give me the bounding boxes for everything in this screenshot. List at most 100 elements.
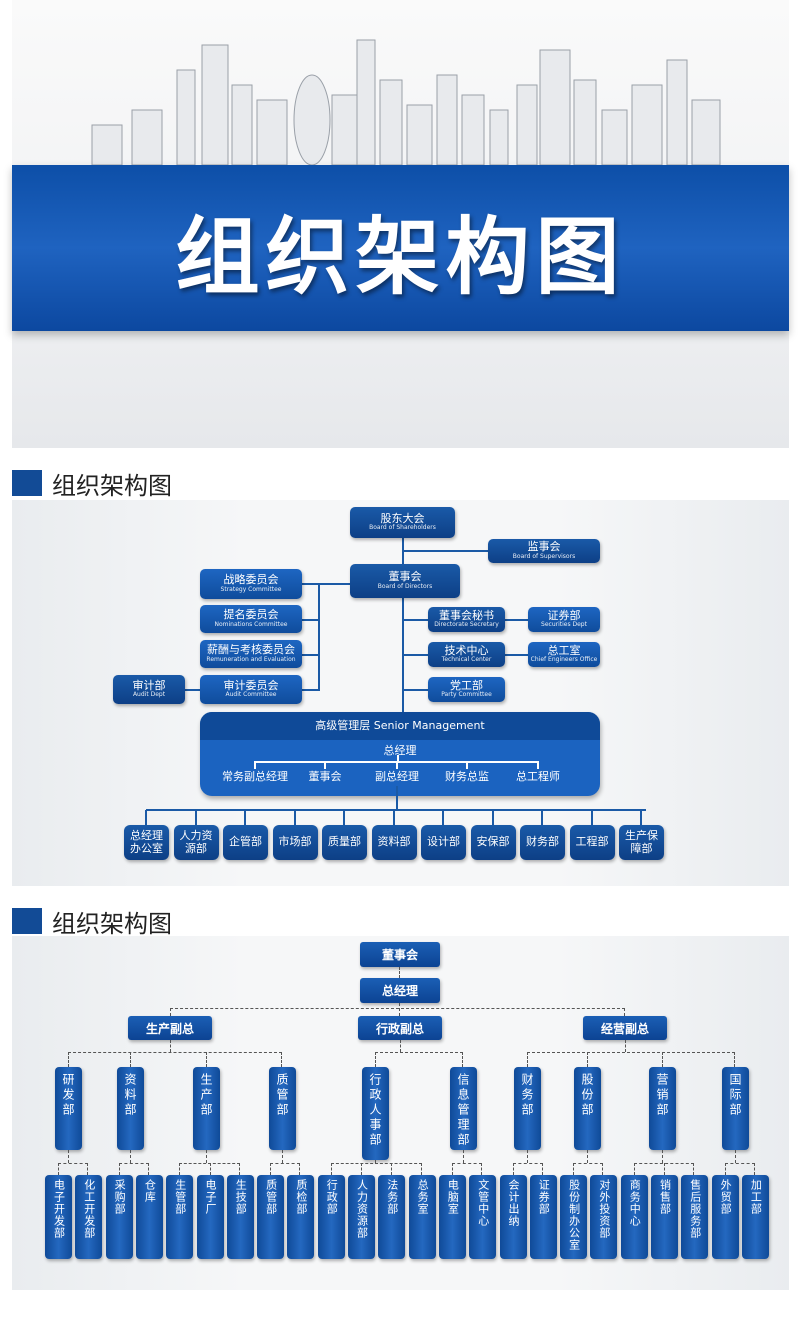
connector: [451, 1163, 483, 1175]
box-label: 战略委员会: [223, 573, 279, 587]
connector: [633, 1163, 695, 1175]
box-sublabel: Nominations Committee: [214, 620, 288, 628]
unit-box: 股份制办公室: [560, 1175, 588, 1259]
box-sublabel: Audit Dept: [132, 691, 166, 699]
dept-connector: [244, 810, 246, 825]
dept-connector: [491, 810, 494, 825]
department-box: 信息管理部: [450, 1067, 477, 1150]
connector: [68, 1150, 69, 1163]
box-label: 审计部: [132, 678, 166, 692]
senior-role: 常务副总经理: [222, 770, 288, 783]
dept-connector: [541, 810, 543, 825]
box-label: 股东大会: [380, 511, 425, 525]
connector: [625, 1040, 626, 1052]
department-box: 人力资源部: [173, 825, 219, 860]
unit-box: 销售部: [651, 1175, 678, 1259]
unit-box: 电脑室: [438, 1175, 466, 1259]
connector: [527, 1150, 528, 1163]
dept-connector: [640, 810, 642, 825]
connector: [130, 1150, 131, 1163]
department-box: 营销部: [649, 1067, 676, 1150]
section1-title: 组织架构图: [52, 471, 172, 500]
unit-box: 生技部: [226, 1175, 254, 1259]
unit-box: 电子开发部: [45, 1175, 72, 1259]
vp-box: 经营副总: [583, 1016, 667, 1040]
connector: [527, 1052, 735, 1067]
senior-role: 副总经理: [375, 770, 419, 783]
dept-connector: [442, 810, 444, 825]
department-box: 质量部: [322, 825, 367, 860]
box-sublabel: Board of Directors: [377, 582, 433, 590]
box-label: 提名委员会: [223, 608, 279, 622]
box-label: 技术中心: [444, 643, 489, 657]
connector: [375, 1160, 376, 1163]
connector: [399, 1003, 400, 1016]
department-box: 市场部: [272, 825, 318, 860]
box-label: 监事会: [527, 540, 561, 554]
department-box: 研发部: [55, 1067, 82, 1150]
unit-box: 会计出纳: [499, 1175, 527, 1259]
unit-box: 行政部: [317, 1175, 345, 1259]
box-label: 薪酬与考核委员会: [207, 643, 295, 657]
connector: [130, 1052, 131, 1067]
page-title: 组织架构图: [175, 208, 626, 306]
connector: [399, 967, 400, 978]
connector: [463, 1150, 464, 1163]
connector: [662, 1150, 663, 1163]
connector: [179, 1163, 240, 1175]
connector: [206, 1150, 207, 1163]
department-box: 生产保障部: [619, 825, 664, 860]
city-skyline-image: [91, 39, 721, 166]
role-connector: [537, 761, 539, 769]
section2-header: 组织架构图: [12, 906, 172, 938]
department-box: 质管部: [269, 1067, 296, 1150]
unit-box: 生管部: [166, 1175, 194, 1259]
connector: [724, 1163, 755, 1175]
connector: [573, 1163, 604, 1175]
unit-box: 采购部: [105, 1175, 133, 1259]
role-connector: [324, 761, 326, 769]
connector: [375, 1052, 463, 1067]
vp-box: 生产副总: [128, 1016, 212, 1040]
department-box: 资料部: [117, 1067, 144, 1150]
board-box: 董事会: [360, 942, 440, 967]
connector: [391, 1163, 393, 1175]
connector: [587, 1150, 588, 1163]
dept-connector: [145, 810, 147, 825]
department-box: 财务部: [514, 1067, 541, 1150]
department-box: 企管部: [223, 825, 268, 860]
dept-connector: [590, 810, 593, 825]
unit-box: 外贸部: [711, 1175, 739, 1259]
senior-management-title: 高级管理层 Senior Management: [200, 712, 600, 740]
connector: [330, 1163, 422, 1175]
unit-box: 文管中心: [469, 1175, 497, 1259]
connector: [361, 1163, 362, 1175]
unit-box: 加工部: [741, 1175, 769, 1259]
section-marker-icon: [12, 470, 45, 496]
unit-box: 电子厂: [196, 1175, 224, 1259]
role-connector: [396, 761, 398, 769]
box-sublabel: Strategy Committee: [220, 585, 282, 593]
connector: [209, 1163, 211, 1175]
department-box: 国际部: [722, 1067, 749, 1150]
box-sublabel: Remuneration and Evaluation: [206, 655, 296, 663]
senior-management-box: 高级管理层 Senior Management 总经理 常务副总经理董事会副总经…: [200, 712, 600, 796]
senior-role: 总工程师: [516, 770, 560, 783]
connector: [118, 1163, 149, 1175]
senior-role: 董事会: [308, 770, 342, 783]
vp-box: 行政副总: [358, 1016, 442, 1040]
connector: [735, 1150, 736, 1163]
department-box: 行政人事部: [362, 1067, 389, 1160]
unit-box: 商务中心: [620, 1175, 648, 1259]
connector: [512, 1163, 543, 1175]
unit-box: 售后服务部: [681, 1175, 709, 1259]
